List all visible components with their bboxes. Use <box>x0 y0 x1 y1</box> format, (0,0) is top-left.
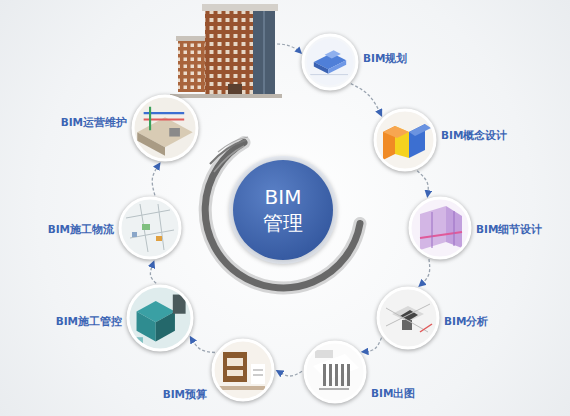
stage-icon <box>305 342 365 402</box>
stage-icon <box>120 198 180 258</box>
center-title: BIM 管理 <box>252 184 314 236</box>
flow-connector <box>362 338 381 352</box>
flow-connector <box>417 171 428 197</box>
flow-connector <box>351 84 382 116</box>
stage-circle-shape <box>133 96 197 160</box>
stage-circle-shape <box>213 340 273 400</box>
stage-label: BIM预算 <box>163 388 207 402</box>
stage-label: BIM出图 <box>371 387 415 401</box>
stage-label: BIM运营维护 <box>61 116 127 130</box>
stage-icon <box>131 94 199 162</box>
stage-circle: BIM预算 <box>213 340 273 400</box>
swirl-stroke <box>205 137 360 288</box>
stage-circle-shape <box>120 198 180 258</box>
flow-arrow <box>277 44 301 53</box>
stage-circle-shape <box>305 342 365 402</box>
stage-icon <box>410 198 470 258</box>
stage-circle: BIM分析 <box>378 288 438 348</box>
stage-circle: BIM施工管控 <box>128 286 192 350</box>
stage-label: BIM施工物流 <box>48 223 114 237</box>
stage-circle: BIM规划 <box>303 35 357 89</box>
flow-connector <box>152 164 159 196</box>
stage-circle: BIM概念设计 <box>375 110 435 170</box>
stage-circle-shape <box>303 35 357 89</box>
flow-connector <box>419 259 429 286</box>
stage-icon <box>213 340 273 400</box>
stage-circle-shape <box>128 286 192 350</box>
stage-label: BIM分析 <box>444 315 488 329</box>
stage-circle-shape <box>410 198 470 258</box>
stage-circle-shape <box>378 288 438 348</box>
stage-circle-shape <box>375 110 435 170</box>
flow-connector <box>150 262 156 283</box>
center-circle: BIM 管理 <box>233 160 333 260</box>
stage-circle: BIM运营维护 <box>133 96 197 160</box>
stage-icon <box>378 288 438 348</box>
stage-icon <box>126 284 194 352</box>
stage-circle: BIM施工物流 <box>120 198 180 258</box>
stage-label: BIM施工管控 <box>56 315 122 329</box>
stage-icon <box>375 110 435 170</box>
stage-label: BIM规划 <box>363 52 407 66</box>
stage-icon <box>303 35 357 89</box>
flow-connector <box>277 371 302 376</box>
flow-connector <box>191 337 216 352</box>
building-illustration <box>170 4 282 98</box>
stage-circle: BIM出图 <box>305 342 365 402</box>
stage-circle: BIM细节设计 <box>410 198 470 258</box>
stage-label: BIM概念设计 <box>441 129 507 143</box>
center-circle-shape <box>233 160 333 260</box>
stage-label: BIM细节设计 <box>476 223 542 237</box>
center-text-wrap: BIM 管理 <box>233 160 333 260</box>
